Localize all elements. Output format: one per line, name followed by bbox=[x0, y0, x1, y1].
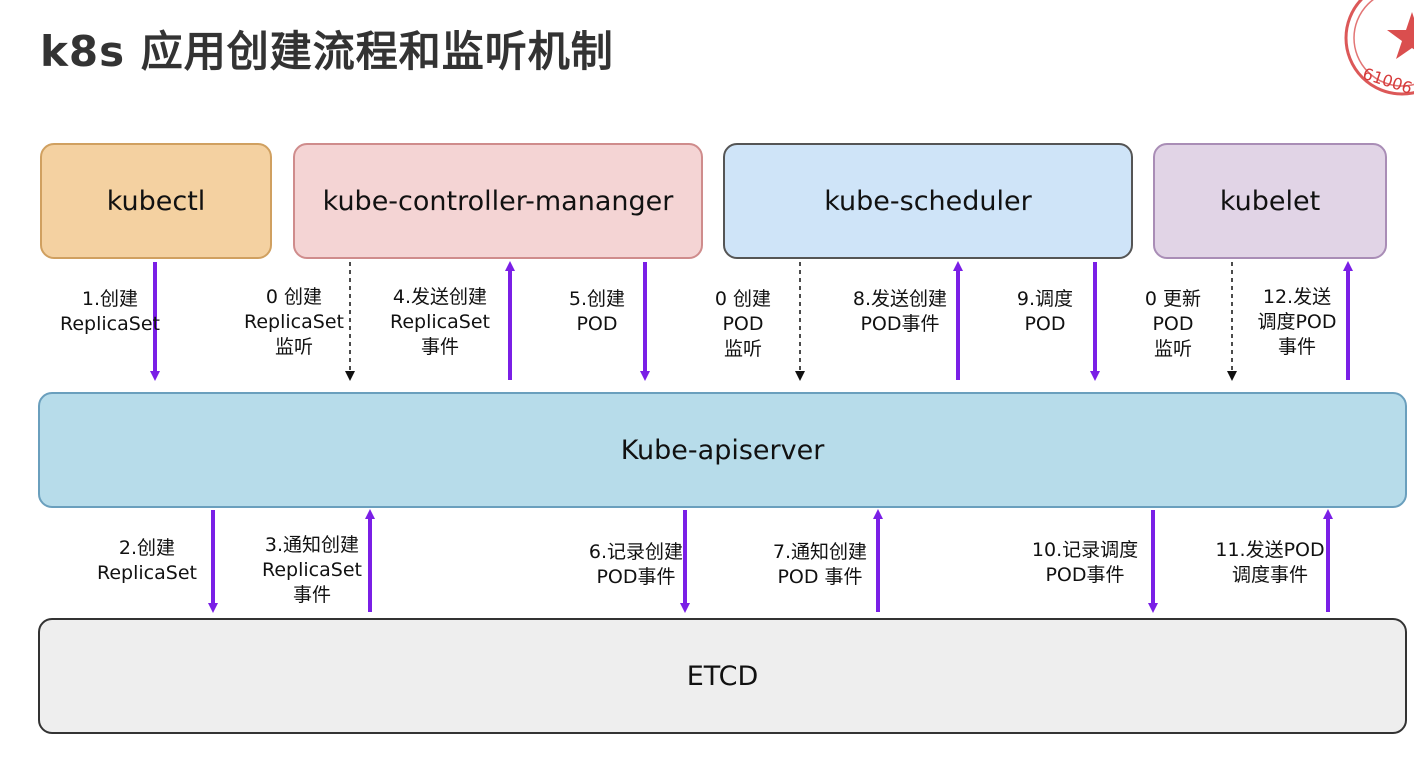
kubectl-box: kubectl bbox=[40, 143, 272, 259]
kubelet-box: kubelet bbox=[1153, 143, 1387, 259]
etcd-label: ETCD bbox=[686, 660, 759, 692]
apiserver-label: Kube-apiserver bbox=[620, 434, 825, 466]
upper-flow-label-5: 0 创建 POD 监听 bbox=[714, 288, 772, 360]
page-title: k8s 应用创建流程和监听机制 bbox=[40, 27, 614, 76]
kube-apiserver-box: Kube-apiserver bbox=[38, 392, 1407, 508]
scheduler-label: kube-scheduler bbox=[824, 185, 1032, 217]
upper-flow-label-6: 8.发送创建 POD事件 bbox=[852, 288, 948, 335]
star-stamp-icon bbox=[1387, 12, 1414, 59]
upper-flow-label-9: 12.发送 调度POD 事件 bbox=[1257, 286, 1337, 358]
lower-flow-label-5: 10.记录调度 POD事件 bbox=[1031, 539, 1139, 586]
kubectl-label: kubectl bbox=[106, 185, 206, 217]
lower-flow-label-1: 2.创建 ReplicaSet bbox=[97, 537, 197, 584]
upper-flow-label-2: 0 创建 ReplicaSet 监听 bbox=[244, 286, 344, 358]
etcd-box: ETCD bbox=[38, 618, 1407, 734]
seal-stamp: 61006 bbox=[1344, 0, 1414, 98]
kube-controller-manager-box: kube-controller-mananger bbox=[293, 143, 703, 259]
upper-flow-label-8: 0 更新 POD 监听 bbox=[1144, 288, 1202, 360]
upper-flow-label-7: 9.调度 POD bbox=[1016, 288, 1074, 335]
kube-scheduler-box: kube-scheduler bbox=[723, 143, 1133, 259]
upper-flow-label-3: 4.发送创建 ReplicaSet 事件 bbox=[390, 286, 490, 358]
upper-flow-label-4: 5.创建 POD bbox=[568, 288, 626, 335]
lower-flow-label-3: 6.记录创建 POD事件 bbox=[588, 541, 684, 588]
kubelet-label: kubelet bbox=[1219, 185, 1321, 217]
upper-flow-label-1: 1.创建 ReplicaSet bbox=[60, 288, 160, 335]
lower-flow-label-6: 11.发送POD 调度事件 bbox=[1215, 539, 1325, 586]
lower-flow-label-2: 3.通知创建 ReplicaSet 事件 bbox=[262, 534, 362, 606]
lower-flow-label-4: 7.通知创建 POD 事件 bbox=[772, 541, 868, 588]
kcm-label: kube-controller-mananger bbox=[322, 185, 674, 217]
